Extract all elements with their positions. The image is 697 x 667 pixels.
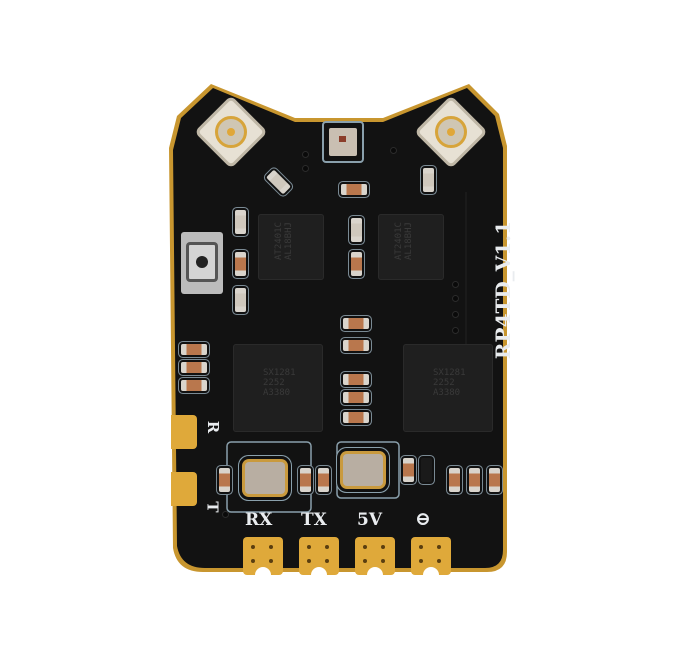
crystal-left — [245, 462, 285, 494]
silkscreen-label-t: T — [203, 501, 222, 513]
crystal-right — [343, 454, 383, 486]
pad-label-ground: ⊖ — [415, 508, 431, 530]
chip-marking-line: SX1281 — [433, 368, 466, 378]
chip-marking-line: AL18BHJ — [284, 222, 294, 260]
capacitor — [318, 468, 329, 492]
via — [453, 328, 458, 333]
pcb-outline — [169, 84, 507, 572]
capacitor — [449, 468, 460, 492]
resistor — [351, 218, 362, 242]
chip-marking: SX1281 2252 A3380 — [263, 368, 296, 398]
diode — [421, 458, 432, 482]
via — [453, 296, 458, 301]
button-actuator — [196, 256, 208, 268]
chip-marking-line: A3380 — [433, 388, 461, 398]
front-end-chip-right: AT2401C AL18BHJ — [378, 214, 444, 280]
chip-marking-line: AT2401C — [274, 222, 284, 260]
capacitor — [181, 344, 207, 355]
via — [391, 148, 396, 153]
via — [223, 512, 228, 517]
solder-pad-t[interactable] — [171, 472, 197, 506]
capacitor — [343, 392, 369, 403]
capacitor — [351, 252, 362, 276]
capacitor — [181, 362, 207, 373]
transceiver-chip-left: SX1281 2252 A3380 — [233, 344, 323, 432]
via — [303, 152, 308, 157]
capacitor — [343, 374, 369, 385]
capacitor — [343, 318, 369, 329]
chip-marking-line: A3380 — [263, 388, 291, 398]
solder-pad-ground[interactable] — [411, 537, 451, 577]
pad-label-tx: TX — [301, 510, 327, 530]
resistor — [423, 168, 434, 192]
bind-button[interactable] — [181, 232, 223, 294]
status-led — [329, 128, 357, 156]
capacitor — [403, 458, 414, 482]
transceiver-chip-right: SX1281 2252 A3380 — [403, 344, 493, 432]
capacitor — [343, 340, 369, 351]
capacitor — [181, 380, 207, 391]
via — [453, 312, 458, 317]
capacitor — [300, 468, 311, 492]
silkscreen-label-r: R — [204, 420, 223, 434]
capacitor — [489, 468, 500, 492]
solder-pad-rx[interactable] — [243, 537, 283, 577]
via — [453, 282, 458, 287]
via — [303, 166, 308, 171]
pcb-board: AT2401C AL18BHJ AT2401C AL18BHJ SX1281 2… — [163, 82, 521, 577]
pad-label-rx: RX — [245, 510, 273, 530]
capacitor — [469, 468, 480, 492]
chip-marking-line: 2252 — [433, 378, 455, 388]
board-model-label: RP4TD_V1.1 — [491, 220, 515, 360]
pad-label-5v: 5V — [357, 510, 383, 530]
resistor — [235, 210, 246, 234]
solder-pad-tx[interactable] — [299, 537, 339, 577]
capacitor — [341, 184, 367, 195]
capacitor — [219, 468, 230, 492]
chip-marking-line: AL18BHJ — [404, 222, 414, 260]
led-die — [339, 136, 346, 142]
chip-marking-line: 2252 — [263, 378, 285, 388]
chip-marking-line: SX1281 — [263, 368, 296, 378]
chip-marking: AT2401C AL18BHJ — [394, 222, 414, 260]
solder-pad-r[interactable] — [171, 415, 197, 449]
solder-pad-5v[interactable] — [355, 537, 395, 577]
resistor — [235, 288, 246, 312]
chip-marking: AT2401C AL18BHJ — [274, 222, 294, 260]
capacitor — [343, 412, 369, 423]
front-end-chip-left: AT2401C AL18BHJ — [258, 214, 324, 280]
chip-marking: SX1281 2252 A3380 — [433, 368, 466, 398]
capacitor — [235, 252, 246, 276]
chip-marking-line: AT2401C — [394, 222, 404, 260]
